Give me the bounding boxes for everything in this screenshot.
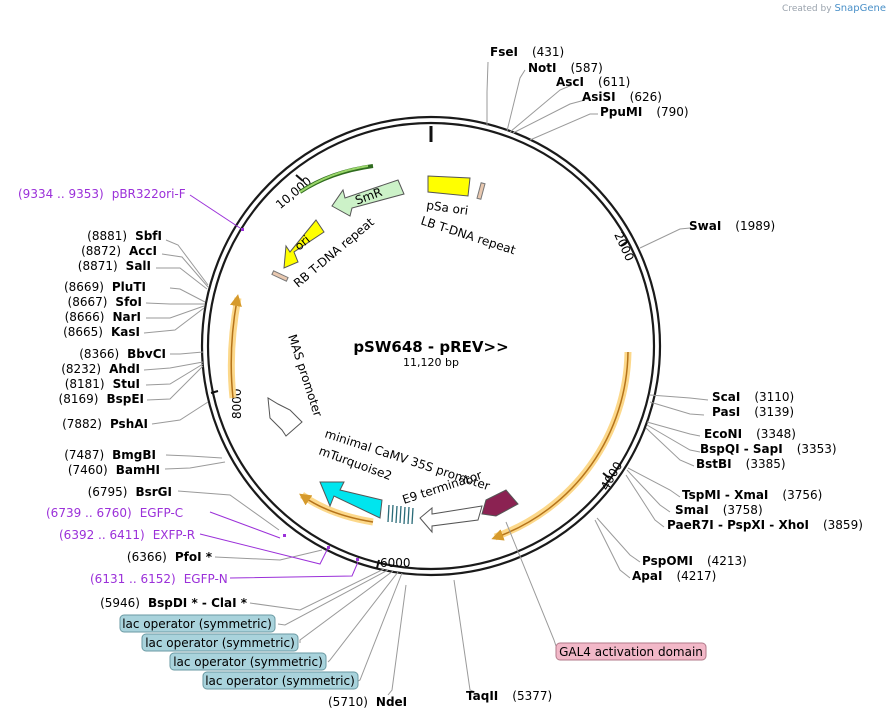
site-ppumi: PpuMI(790) [600, 105, 689, 119]
site-bstbi: BstBI(3385) [696, 457, 786, 471]
lac-operator-label-1: lac operator (symmetric) [122, 617, 272, 631]
site-bspei: (8169)BspEI [59, 392, 144, 406]
lac-operator-marks [387, 504, 414, 525]
site-nari: (8666)NarI [65, 310, 141, 324]
lac-operator-label-3: lac operator (symmetric) [173, 655, 323, 669]
site-tspmi-xmai: TspMI - XmaI(3756) [682, 488, 822, 502]
gal4-domain-box [555, 642, 707, 661]
site-bmgbi: (7487)BmgBI [64, 448, 156, 462]
site-bspdi-clai: (5946)BspDI * - ClaI * [100, 596, 248, 610]
site-bspqi-sapi: BspQI - SapI(3353) [700, 442, 837, 456]
site-sbfi: (8881)SbfI [87, 229, 162, 243]
snapgene-credit: Created by SnapGene [782, 3, 886, 14]
site-smai: SmaI(3758) [675, 503, 763, 517]
site-sali: (8871)SalI [78, 259, 151, 273]
e9-terminator-arrow [419, 505, 483, 534]
site-swai: SwaI(1989) [689, 219, 775, 233]
site-acci: (8872)AccI [81, 244, 157, 258]
orf-top-green-inner [299, 165, 369, 193]
primer-labels: (9334 .. 9353)pBR322ori-F (6739 .. 6760)… [18, 187, 228, 586]
lac-operator-boxes: lac operator (symmetric) lac operator (s… [119, 614, 359, 690]
gal4-domain-label: GAL4 activation domain [559, 645, 703, 659]
site-pasi: PasI(3139) [712, 405, 794, 419]
smr-label: SmR [353, 185, 384, 208]
site-scai: ScaI(3110) [712, 390, 794, 404]
site-paer7i-pspxi-xhoi: PaeR7I - PspXI - XhoI(3859) [667, 518, 863, 532]
lac-operator-label-4: lac operator (symmetric) [205, 674, 355, 688]
site-ahdi: (8232)AhdI [61, 362, 140, 376]
smr-feature [331, 179, 405, 217]
primer-marks [241, 228, 359, 561]
site-pspomi: PspOMI(4213) [642, 554, 747, 568]
site-labels-right: FseI(431) NotI(587) AscI(611) AsiSI(626)… [328, 45, 863, 709]
rb-repeat-mark [271, 270, 289, 282]
tick-label-6000: 6000 [380, 556, 411, 570]
orf-right-arrow [491, 351, 629, 541]
site-stui: (8181)StuI [65, 377, 140, 391]
site-pshai: (7882)PshAI [62, 417, 148, 431]
psa-ori-label: pSa ori [426, 198, 470, 218]
snapgene-logo: SnapGene [834, 3, 886, 14]
rb-repeat-label: RB T-DNA repeat [291, 215, 377, 290]
site-fsei: FseI(431) [490, 45, 564, 59]
orf-left-arrow [230, 294, 242, 399]
site-bsrgi: (6795)BsrGI [88, 485, 172, 499]
site-apai: ApaI(4217) [632, 569, 716, 583]
leaders-right [387, 61, 709, 696]
orf-top-green [298, 164, 374, 194]
site-asci: AscI(611) [556, 75, 630, 89]
orf-right-glow [493, 351, 632, 541]
mturquoise-feature [319, 481, 383, 519]
primer-egfp-n: (6131 .. 6152)EGFP-N [90, 572, 228, 586]
orf-bottom-arrow [299, 493, 374, 523]
psa-ori-feature [427, 175, 471, 197]
site-ndei: (5710)NdeI [328, 695, 407, 709]
site-labels-left: (8881)SbfI (8872)AccI (8871)SalI (8669)P… [59, 229, 248, 610]
mas-promoter-label: MAS promoter [285, 333, 325, 419]
tick-marks [210, 174, 629, 569]
site-bamhi: (7460)BamHI [68, 463, 160, 477]
primer-leaders [189, 194, 359, 579]
site-asisi: AsiSI(626) [582, 90, 662, 104]
site-kasi: (8665)KasI [63, 325, 140, 339]
site-pfoi: (6366)PfoI * [127, 550, 213, 564]
site-econi: EcoNI(3348) [704, 427, 796, 441]
tick-label-10000: 10,000 [273, 174, 314, 212]
site-sfoi: (8667)SfoI [68, 295, 142, 309]
site-taqii: TaqII(5377) [466, 689, 552, 703]
primer-egfp-c: (6739 .. 6760)EGFP-C [46, 506, 183, 520]
lac-operator-label-2: lac operator (symmetric) [145, 636, 295, 650]
site-bbvci: (8366)BbvCI [79, 347, 166, 361]
mas-promoter-feature [267, 397, 303, 437]
leaders-left [143, 239, 403, 682]
backbone-outer [200, 115, 662, 577]
plasmid-name: pSW648 - pREV>> [353, 338, 508, 356]
tick-label-4000: 4000 [598, 459, 625, 492]
primer-exfp-r: (6392 .. 6411)EXFP-R [59, 528, 195, 542]
tick-label-2000: 2000 [611, 230, 637, 264]
site-pluti: (8669)PluTI [64, 280, 146, 294]
primer-pbr322ori-f: (9334 .. 9353)pBR322ori-F [18, 187, 186, 201]
backbone-inner [206, 121, 656, 571]
site-noti: NotI(587) [528, 61, 603, 75]
lb-repeat-mark [476, 182, 486, 200]
plasmid-length: 11,120 bp [403, 356, 459, 369]
ori-feature [283, 219, 325, 269]
lb-repeat-label: LB T-DNA repeat [419, 214, 517, 258]
e9-terminator-feature [481, 489, 519, 517]
